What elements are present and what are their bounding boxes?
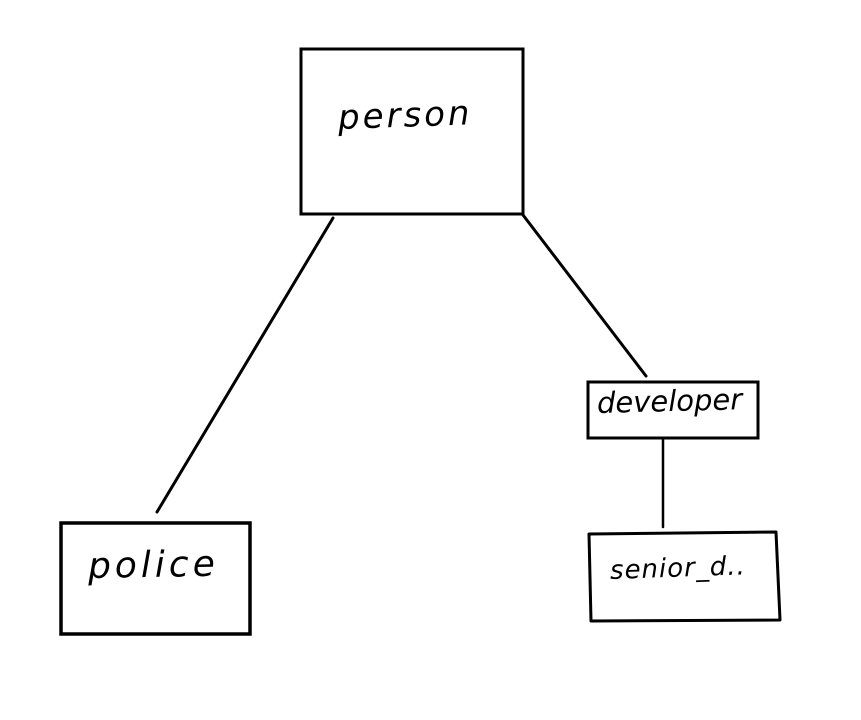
developer-node-box[interactable]	[586, 380, 760, 440]
police-node-label: police	[87, 543, 220, 587]
edge-person-developer[interactable]	[521, 213, 648, 378]
police-node-box[interactable]	[59, 521, 252, 636]
person-node-box[interactable]	[299, 47, 525, 216]
person-node-label: person	[337, 93, 474, 138]
senior-node-label: senior_d..	[609, 551, 747, 586]
developer-node-label: developer	[596, 382, 743, 420]
edge-person-police[interactable]	[155, 216, 335, 514]
senior-node-box[interactable]	[587, 530, 782, 623]
